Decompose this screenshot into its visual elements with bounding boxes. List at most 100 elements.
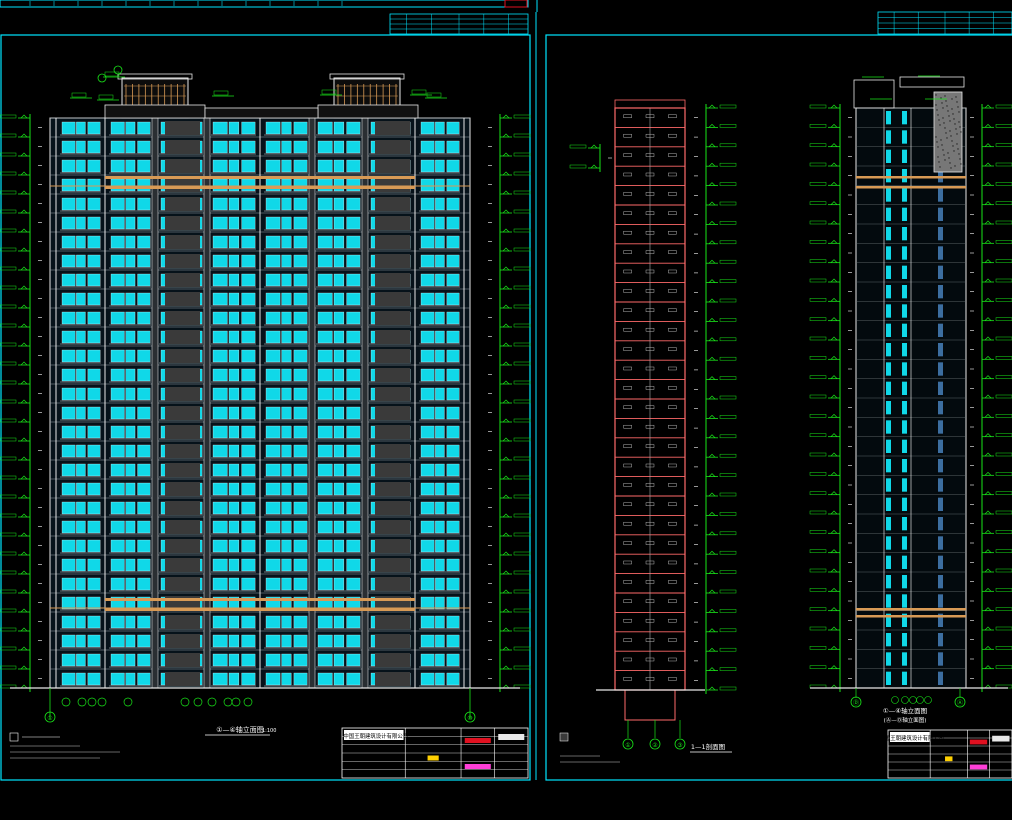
side-levels-left-label-mark <box>809 588 827 592</box>
side-levels-right-label-mark <box>995 472 1012 476</box>
window <box>446 558 460 572</box>
window <box>281 121 292 135</box>
window <box>76 634 86 648</box>
section-levels-left-label-mark <box>569 144 587 149</box>
window <box>61 482 76 496</box>
side-levels-right-label-mark <box>995 588 1012 592</box>
facade-panel <box>165 216 200 230</box>
side-window <box>938 207 943 221</box>
side-levels-right-triangle <box>984 220 992 225</box>
window <box>420 178 435 192</box>
window <box>137 121 151 135</box>
window <box>76 178 86 192</box>
side-window <box>938 381 943 395</box>
side-levels-right-triangle <box>984 355 992 360</box>
window <box>87 653 101 667</box>
side-window <box>902 478 907 492</box>
elev1-levels-right-triangle <box>502 171 510 176</box>
side-window <box>886 130 891 144</box>
window <box>61 653 76 667</box>
window <box>137 577 151 591</box>
elev1-levels-left-triangle <box>20 114 28 119</box>
window <box>446 406 460 420</box>
window <box>61 349 76 363</box>
stipple-dot <box>951 140 953 142</box>
facade-panel <box>165 653 200 667</box>
window <box>435 235 445 249</box>
elev1-levels-left-label-mark <box>0 570 17 575</box>
side-levels-right-triangle <box>984 645 992 650</box>
elev1-levels-right-triangle <box>502 494 510 499</box>
window <box>61 197 76 211</box>
window <box>228 292 240 306</box>
stipple-dot <box>958 121 960 123</box>
side-levels-left-label-mark <box>809 124 827 128</box>
entrance-marker <box>61 697 71 707</box>
window <box>420 577 435 591</box>
window <box>333 140 345 154</box>
window <box>281 140 292 154</box>
window <box>265 140 281 154</box>
window <box>212 235 228 249</box>
window <box>125 197 136 211</box>
elev1-levels-right-label-mark <box>513 114 531 119</box>
window <box>228 140 240 154</box>
elev1-levels-right-label-mark <box>513 684 531 689</box>
side-window <box>938 265 943 279</box>
entrance-marker <box>97 697 107 707</box>
window <box>241 615 256 629</box>
side-levels-right-label-mark <box>995 104 1012 109</box>
window <box>281 672 292 686</box>
elev1-levels-left-triangle <box>20 285 28 290</box>
window <box>76 254 86 268</box>
window <box>76 292 86 306</box>
elev1-levels-left-label-mark <box>0 361 17 366</box>
side-window <box>886 671 891 685</box>
elev1-levels-left-triangle <box>20 684 28 689</box>
elev1-levels-right-triangle <box>502 304 510 309</box>
window <box>76 520 86 534</box>
section-levels-label-mark <box>719 376 737 380</box>
side-window <box>886 594 891 608</box>
side-levels-right-triangle <box>984 665 992 669</box>
window <box>137 558 151 572</box>
side-window <box>886 439 891 453</box>
elev1-levels-right-label-mark <box>513 513 531 518</box>
window <box>333 273 345 287</box>
section-levels-triangle <box>708 182 716 186</box>
window <box>293 615 308 629</box>
section-levels-triangle <box>708 453 716 458</box>
facade-panel <box>375 235 410 249</box>
elev1-levels-right-triangle <box>502 437 510 442</box>
section-room-label <box>623 483 632 487</box>
side-levels-right-label-mark <box>995 124 1012 128</box>
section-levels-label-mark <box>719 182 737 186</box>
elev1-levels-left-label-mark <box>0 266 17 271</box>
window <box>293 178 308 192</box>
window <box>87 501 101 515</box>
stipple-dot <box>956 143 958 145</box>
window <box>317 368 333 382</box>
section-levels-label-mark <box>719 628 737 633</box>
window <box>125 273 136 287</box>
window <box>317 140 333 154</box>
window <box>87 159 101 173</box>
facade-panel <box>165 140 200 154</box>
side-window <box>938 517 943 531</box>
side-levels-left-triangle <box>830 143 838 147</box>
window <box>435 539 445 553</box>
window <box>446 520 460 534</box>
sheet2-title-block-company: 中国王朝建筑设计有限公司 <box>879 734 944 742</box>
side-window <box>886 536 891 550</box>
window <box>87 520 101 534</box>
window <box>265 615 281 629</box>
elev1-levels-left-label-mark <box>0 608 17 613</box>
facade-panel <box>165 672 200 686</box>
window <box>435 425 445 439</box>
window <box>435 121 445 135</box>
section-room-label <box>623 289 632 293</box>
window <box>317 216 333 230</box>
section-room-label <box>668 424 677 429</box>
side-window <box>902 362 907 376</box>
